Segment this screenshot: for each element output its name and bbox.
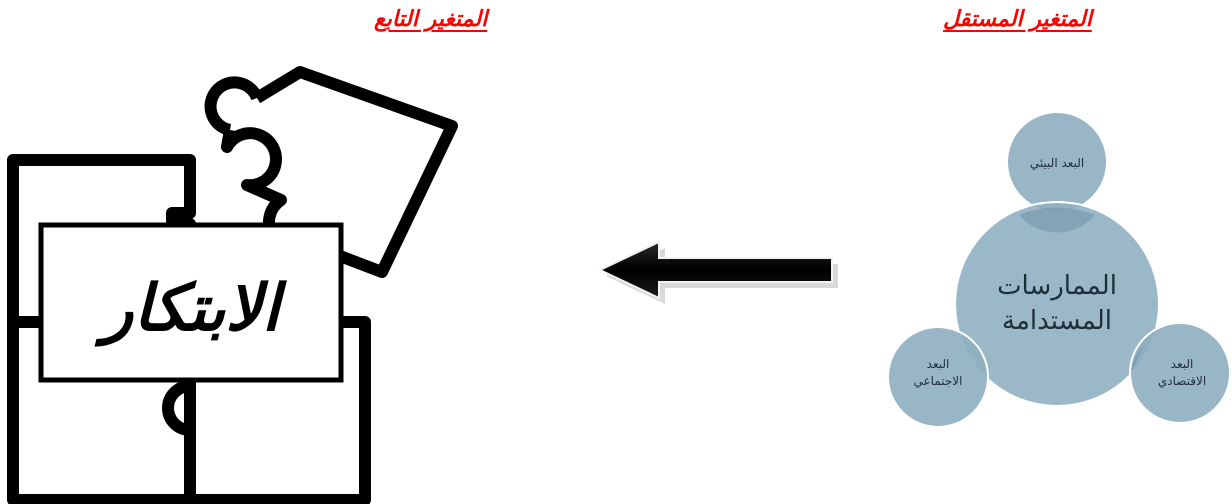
left-arrow-icon	[600, 242, 838, 304]
environmental-dimension-label: البعد البيئي	[1030, 156, 1084, 170]
sustainable-practices-venn: البعد البيئي الممارسات المستدامة البعد ا…	[888, 112, 1230, 427]
economic-dimension-label-line1: البعد	[1171, 357, 1194, 371]
social-dimension-label-line2: الاجتماعي	[914, 374, 963, 388]
innovation-box: الابتكار	[41, 225, 341, 380]
innovation-label: الابتكار	[94, 271, 287, 347]
economic-dimension-circle	[1130, 323, 1230, 423]
center-label-line1: الممارسات	[997, 271, 1117, 301]
center-label-line2: المستدامة	[1002, 306, 1112, 336]
economic-dimension-label-line2: الاقتصادي	[1158, 374, 1206, 388]
social-dimension-label-line1: البعد	[927, 357, 950, 371]
